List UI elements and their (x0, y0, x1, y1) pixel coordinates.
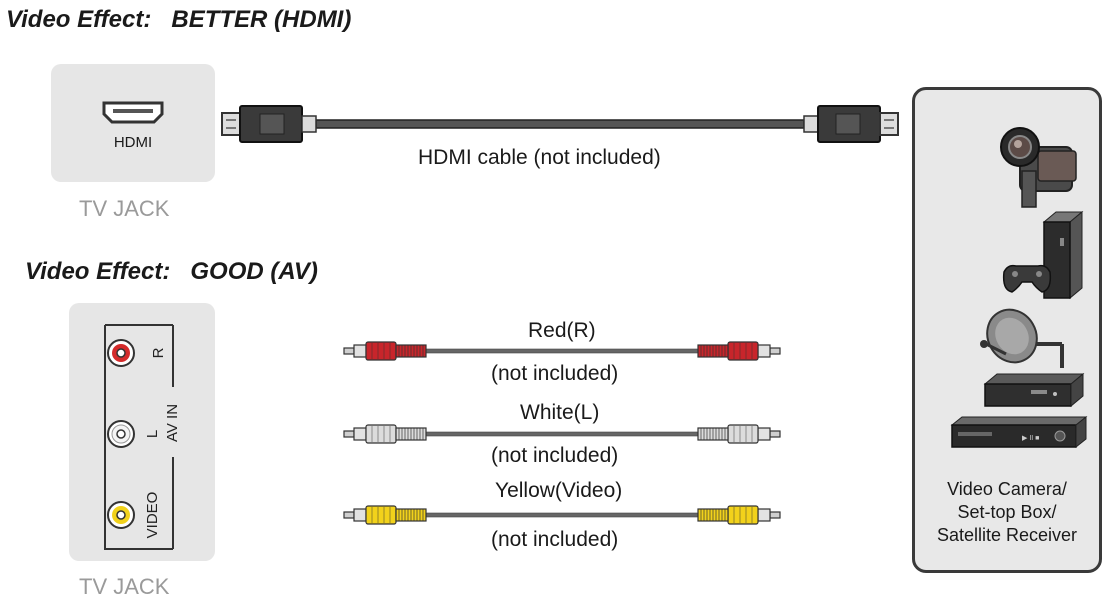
set-top-box-icon (983, 372, 1085, 408)
rca-cable-red (343, 341, 781, 361)
rca-cable-yellow (343, 505, 781, 525)
white-cable-note: (not included) (491, 444, 619, 467)
hdmi-tv-jack-panel: HDMI (51, 64, 215, 182)
yellow-cable-note: (not included) (491, 528, 619, 551)
svg-text:▶ II ■: ▶ II ■ (1022, 435, 1039, 442)
hdmi-connector-right (803, 105, 899, 143)
yellow-cable-name: Yellow(Video) (495, 479, 623, 502)
hdmi-cable (221, 105, 899, 143)
source-devices-label-line: Video Camera/ (947, 479, 1067, 499)
av-in-jack-panel: R L VIDEO AV IN (104, 324, 184, 550)
av-label-r: R (150, 347, 167, 358)
av-tv-jack-panel: R L VIDEO AV IN (69, 303, 215, 561)
rca-cable-white (343, 424, 781, 444)
av-label-av-in: AV IN (164, 404, 181, 442)
hdmi-tv-jack-caption: TV JACK (79, 196, 170, 221)
source-devices-label-line: Set-top Box/ (957, 502, 1057, 522)
red-cable-note: (not included) (491, 362, 619, 385)
av-label-l: L (144, 430, 161, 438)
yellow-video-jack-icon (107, 501, 135, 529)
hdmi-connector-left (221, 105, 317, 143)
av-label-video: VIDEO (144, 492, 161, 539)
white-cable-name: White(L) (520, 401, 600, 424)
av-tv-jack-caption: TV JACK (79, 574, 170, 599)
dvd-player-icon: ▶ II ■ (950, 415, 1088, 449)
av-section-heading: Video Effect: GOOD (AV) (25, 258, 318, 285)
hdmi-cable-label: HDMI cable (not included) (418, 146, 661, 169)
hdmi-port-icon (102, 101, 164, 124)
hdmi-section-heading: Video Effect: BETTER (HDMI) (6, 6, 352, 33)
game-console-icon (1002, 210, 1084, 300)
source-devices-label-line: Satellite Receiver (936, 525, 1078, 545)
source-devices-label: Video Camera/ Set-top Box/ Satellite Rec… (912, 478, 1102, 547)
satellite-dish-icon (980, 308, 1064, 368)
red-cable-name: Red(R) (528, 319, 596, 342)
red-audio-jack-icon (107, 339, 135, 367)
hdmi-jack-label: HDMI (113, 134, 153, 151)
white-audio-jack-icon (107, 420, 135, 448)
video-camera-icon (1000, 127, 1077, 208)
